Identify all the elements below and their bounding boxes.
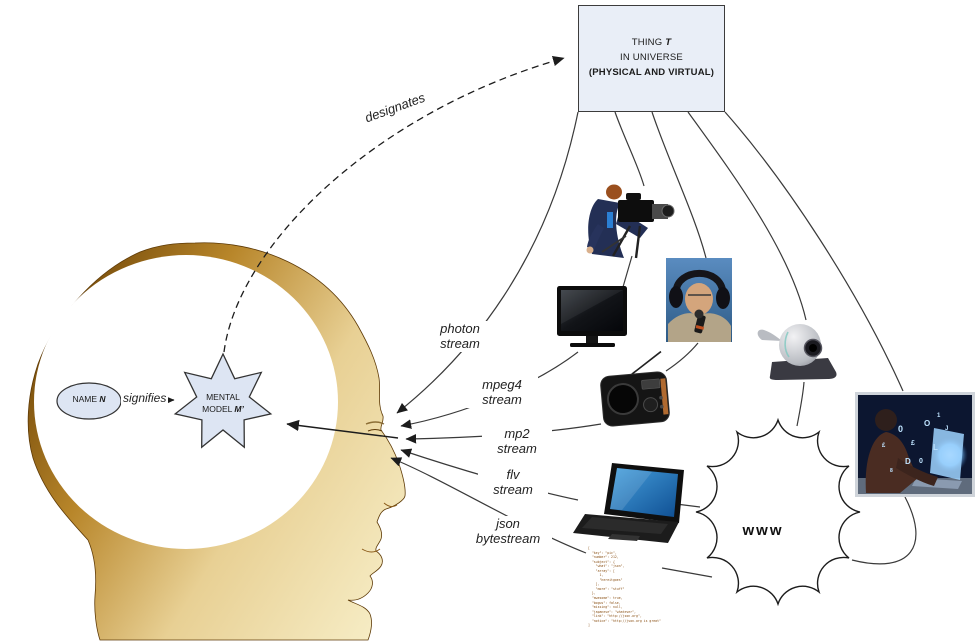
line-box-to-webcam <box>687 111 807 321</box>
hacker-image: 0 £ O 1 D £ 0 L J 8 <box>855 392 975 497</box>
line-box-to-reporter <box>651 111 707 259</box>
line-webcam-to-cloud <box>796 381 805 427</box>
eye-to-mental-model-arrow <box>286 419 399 439</box>
json-code-snippet: [ "key": "pic", "number": 212, "subject"… <box>588 546 661 628</box>
line-box-to-hacker <box>724 111 904 392</box>
reporter-image <box>666 258 732 342</box>
www-label: www <box>742 522 784 539</box>
signifies-label: signifies <box>121 391 169 406</box>
www-cloud <box>695 417 861 607</box>
line-cloud-to-code <box>661 567 713 578</box>
designates-arrow <box>223 56 565 353</box>
line-cameraman-to-tv <box>622 255 633 288</box>
hacker-glyph: 1 <box>937 413 941 419</box>
thing-box-line1: THING T <box>631 37 672 49</box>
eyebrow-line <box>365 421 385 425</box>
thing-box-line3: (PHYSICAL AND VIRTUAL) <box>588 66 715 78</box>
eye-line <box>367 428 383 432</box>
thing-in-universe-box: THING T IN UNIVERSE (PHYSICAL AND VIRTUA… <box>578 5 725 112</box>
hacker-glyph: £ <box>882 443 886 449</box>
hacker-glyph: J <box>945 426 948 432</box>
json-bytestream-arrow <box>390 457 587 554</box>
line-hacker-to-cloud <box>851 496 917 565</box>
radio-image <box>600 350 670 427</box>
tv-image <box>557 286 627 347</box>
lip-line <box>361 548 381 553</box>
hacker-glyph: D <box>905 457 911 466</box>
hacker-glyph: 0 <box>898 424 903 434</box>
human-head-image <box>27 242 406 641</box>
hacker-glyph: O <box>924 419 930 428</box>
hacker-glyph: 0 <box>919 458 923 465</box>
json-bytestream-label: json bytestream <box>464 516 552 547</box>
name-ellipse-label: NAME N <box>72 394 106 404</box>
photon-stream-label: photon stream <box>424 321 496 352</box>
nostril-line <box>383 502 398 508</box>
mental-model-label: MENTAL MODEL M’ <box>202 392 244 415</box>
laptop-image <box>573 463 684 543</box>
brain-area <box>34 255 338 549</box>
line-reporter-to-radio <box>665 342 699 372</box>
flv-stream-label: flv stream <box>478 467 548 498</box>
line-box-to-cameraman <box>614 111 645 187</box>
photon-stream-arrow <box>396 111 579 414</box>
webcam-image <box>757 324 837 380</box>
hacker-glyph: L <box>933 443 938 452</box>
thing-box-line2: IN UNIVERSE <box>620 52 683 64</box>
mental-model-star <box>173 352 273 449</box>
hacker-glyph: 8 <box>890 468 893 474</box>
mp2-stream-label: mp2 stream <box>482 426 552 457</box>
hacker-glyph: £ <box>911 440 915 447</box>
mpeg4-stream-label: mpeg4 stream <box>466 377 538 408</box>
cameraman-image <box>586 184 675 259</box>
